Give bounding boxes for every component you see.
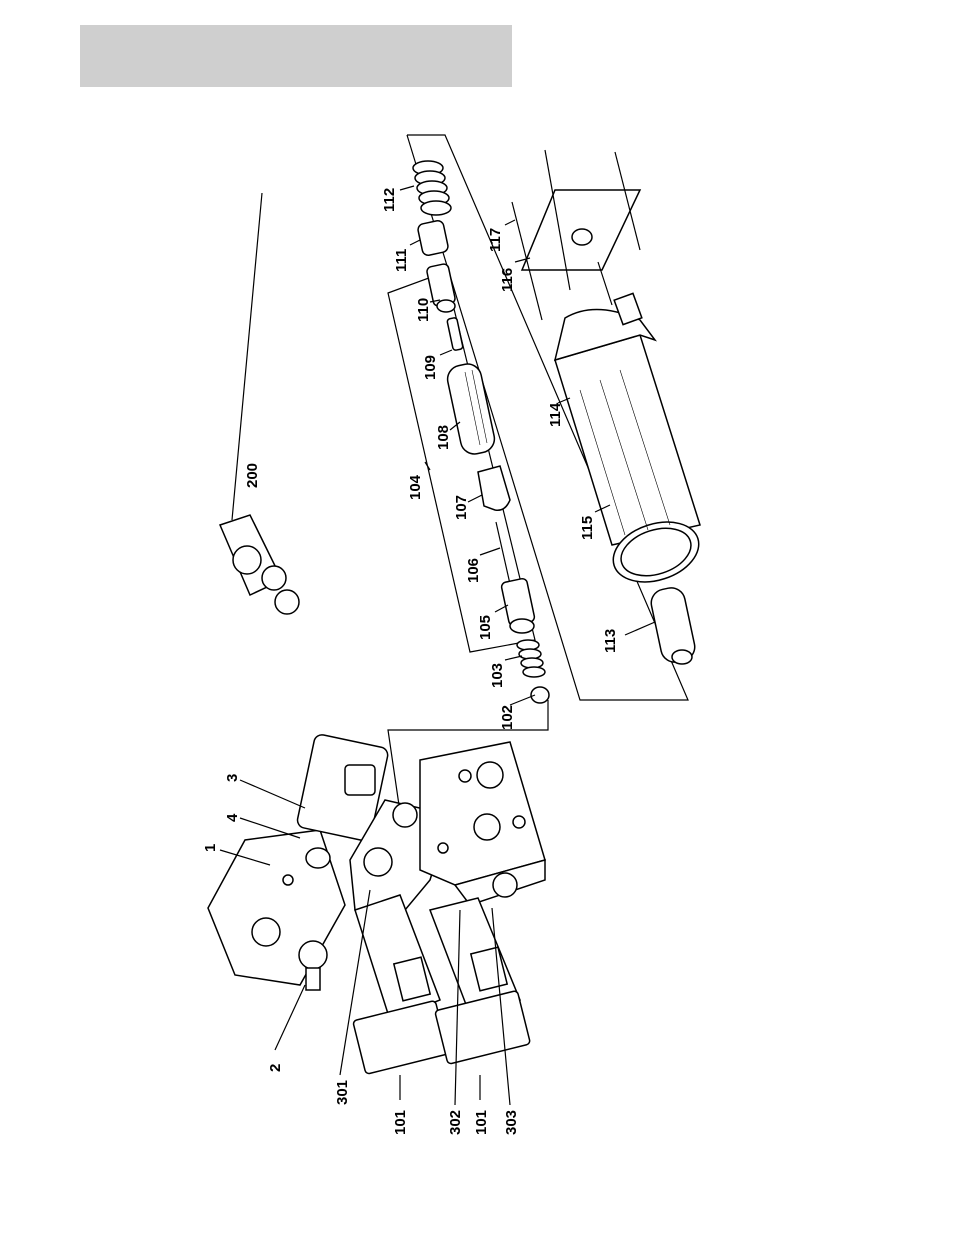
valve-assembly xyxy=(208,733,545,1074)
callout-4: 4 xyxy=(224,813,241,822)
callout-112: 112 xyxy=(381,188,398,212)
callout-106: 106 xyxy=(465,558,482,583)
callout-113: 113 xyxy=(602,629,619,653)
part-107 xyxy=(478,466,510,510)
callout-109: 109 xyxy=(422,355,439,380)
callout-2: 2 xyxy=(267,1064,284,1072)
callout-116: 116 xyxy=(499,268,516,292)
sleeve-115 xyxy=(555,335,706,592)
callout-105: 105 xyxy=(477,615,494,640)
callout-101-a: 101 xyxy=(392,1110,409,1135)
callout-114: 114 xyxy=(547,402,564,427)
plunger-113 xyxy=(649,585,698,664)
callout-101-b: 101 xyxy=(473,1110,490,1135)
callout-301: 301 xyxy=(334,1080,351,1105)
callout-117: 117 xyxy=(487,228,504,252)
callout-110: 110 xyxy=(415,298,432,322)
callout-302: 302 xyxy=(447,1110,464,1135)
callout-104: 104 xyxy=(407,474,424,500)
callout-200: 200 xyxy=(244,463,261,488)
seal-kit-200 xyxy=(220,515,299,614)
callout-107: 107 xyxy=(453,495,470,520)
spring-103 xyxy=(517,640,545,677)
callout-303: 303 xyxy=(503,1110,520,1135)
part-105 xyxy=(501,578,536,633)
part-109 xyxy=(447,317,463,350)
callout-103: 103 xyxy=(489,663,506,688)
part-108 xyxy=(445,361,497,456)
callout-108: 108 xyxy=(435,425,452,450)
callout-3: 3 xyxy=(224,774,241,782)
bracket-117 xyxy=(512,150,640,320)
spring-112 xyxy=(413,161,451,215)
part-111 xyxy=(417,220,449,257)
callout-111: 111 xyxy=(393,249,410,272)
callout-1: 1 xyxy=(202,844,219,852)
callout-102: 102 xyxy=(499,705,516,730)
callout-115: 115 xyxy=(579,516,596,540)
